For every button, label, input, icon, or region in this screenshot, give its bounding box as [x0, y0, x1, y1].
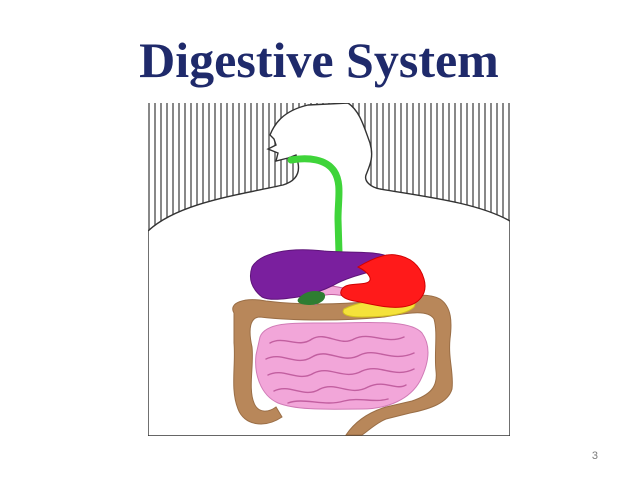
- page-number: 3: [591, 450, 598, 462]
- large-intestine: [232, 294, 453, 436]
- slide-title: Digestive System: [139, 32, 499, 88]
- digestive-system-diagram: [148, 103, 510, 436]
- small-intestine-coils: [265, 335, 415, 404]
- liver: [249, 249, 390, 300]
- small-intestine: [255, 321, 429, 410]
- stomach: [340, 254, 426, 308]
- gallbladder: [297, 291, 326, 305]
